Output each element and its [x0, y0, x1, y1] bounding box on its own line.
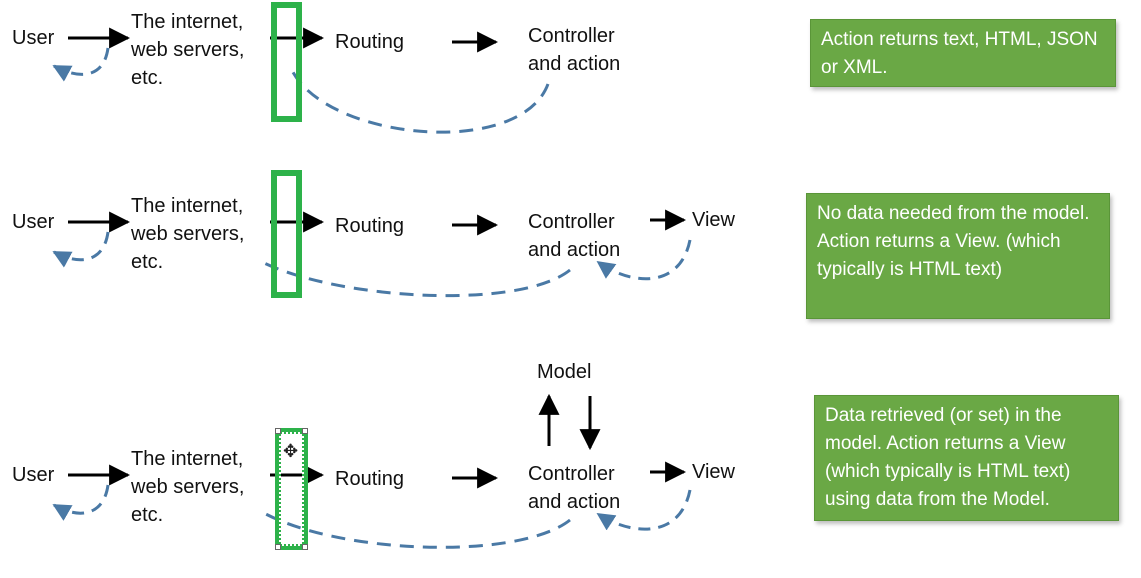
- green-highlight-marker-selected[interactable]: ✥: [275, 428, 308, 550]
- internet-label: The internet, web servers, etc.: [131, 448, 245, 526]
- internet-label: The internet, web servers, etc.: [131, 11, 245, 89]
- note-box: Action returns text, HTML, JSON or XML.: [810, 19, 1116, 87]
- return-curve-to-user-2: [52, 231, 110, 268]
- controller-action-label: Controller and action: [528, 463, 621, 513]
- routing-label: Routing: [335, 215, 404, 237]
- selection-handle[interactable]: [275, 544, 281, 550]
- selection-handle[interactable]: [302, 428, 308, 434]
- move-cursor-icon: ✥: [283, 441, 299, 461]
- return-curve-to-user-3: [52, 484, 110, 521]
- user-label: User: [12, 464, 55, 486]
- note-box: No data needed from the model. Action re…: [806, 193, 1110, 319]
- return-curve-view-to-controller-3: [596, 489, 692, 531]
- user-label: User: [12, 211, 55, 233]
- controller-action-label: Controller and action: [528, 25, 621, 75]
- return-curve-to-user-1: [52, 47, 110, 82]
- internet-label: The internet, web servers, etc.: [131, 195, 245, 273]
- view-label: View: [692, 209, 735, 231]
- return-curve-view-to-controller-2: [596, 239, 692, 281]
- return-curve-controller-to-internet-1: [288, 65, 550, 134]
- green-highlight-marker[interactable]: [271, 170, 302, 298]
- routing-label: Routing: [335, 31, 404, 53]
- note-box: Data retrieved (or set) in the model. Ac…: [814, 395, 1119, 521]
- green-highlight-marker[interactable]: [271, 2, 302, 122]
- return-curve-controller-to-internet-2: [261, 260, 571, 298]
- routing-label: Routing: [335, 468, 404, 490]
- user-label: User: [12, 27, 55, 49]
- controller-action-label: Controller and action: [528, 211, 621, 261]
- view-label: View: [692, 461, 735, 483]
- selection-handle[interactable]: [302, 544, 308, 550]
- selection-handle[interactable]: [275, 428, 281, 434]
- model-label: Model: [537, 361, 592, 383]
- return-curve-controller-to-internet-3: [261, 510, 571, 549]
